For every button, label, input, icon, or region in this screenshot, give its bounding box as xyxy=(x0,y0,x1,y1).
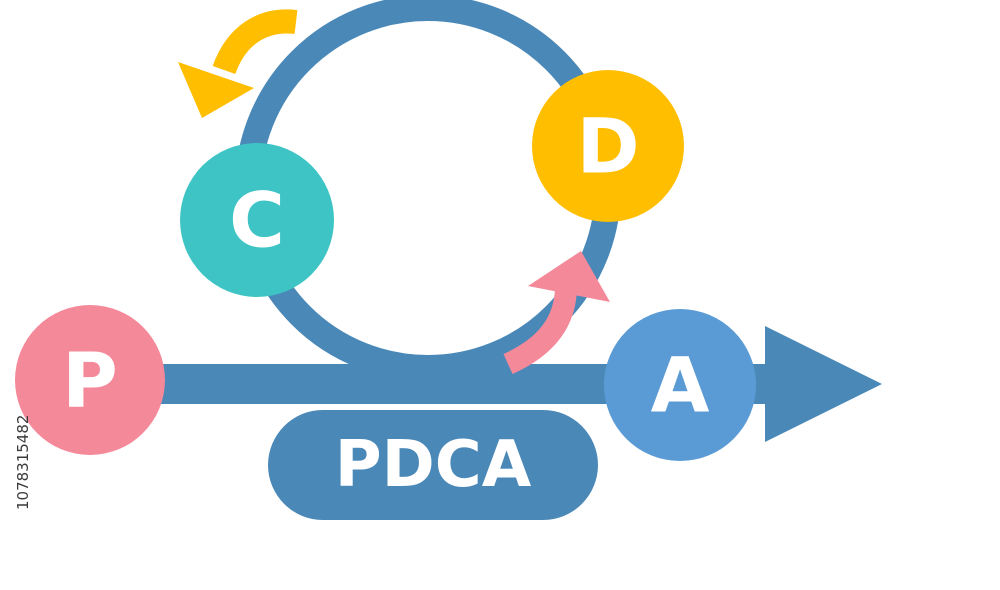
pdca-title-text: PDCA xyxy=(335,428,532,502)
pink-curved-arrow xyxy=(503,251,610,375)
node-a-label: A xyxy=(651,341,710,430)
node-a: A xyxy=(604,309,756,461)
node-p-label: P xyxy=(62,336,118,425)
node-d-label: D xyxy=(576,102,639,191)
flow-arrow-head xyxy=(765,326,882,442)
pdca-title-pill: PDCA xyxy=(268,410,598,520)
watermark-stock-id: 1078315482 xyxy=(14,415,32,510)
node-c-label: C xyxy=(229,176,285,265)
node-p: P xyxy=(15,305,165,455)
yellow-curved-arrow xyxy=(178,9,298,118)
node-c: C xyxy=(180,143,334,297)
node-d: D xyxy=(532,70,684,222)
